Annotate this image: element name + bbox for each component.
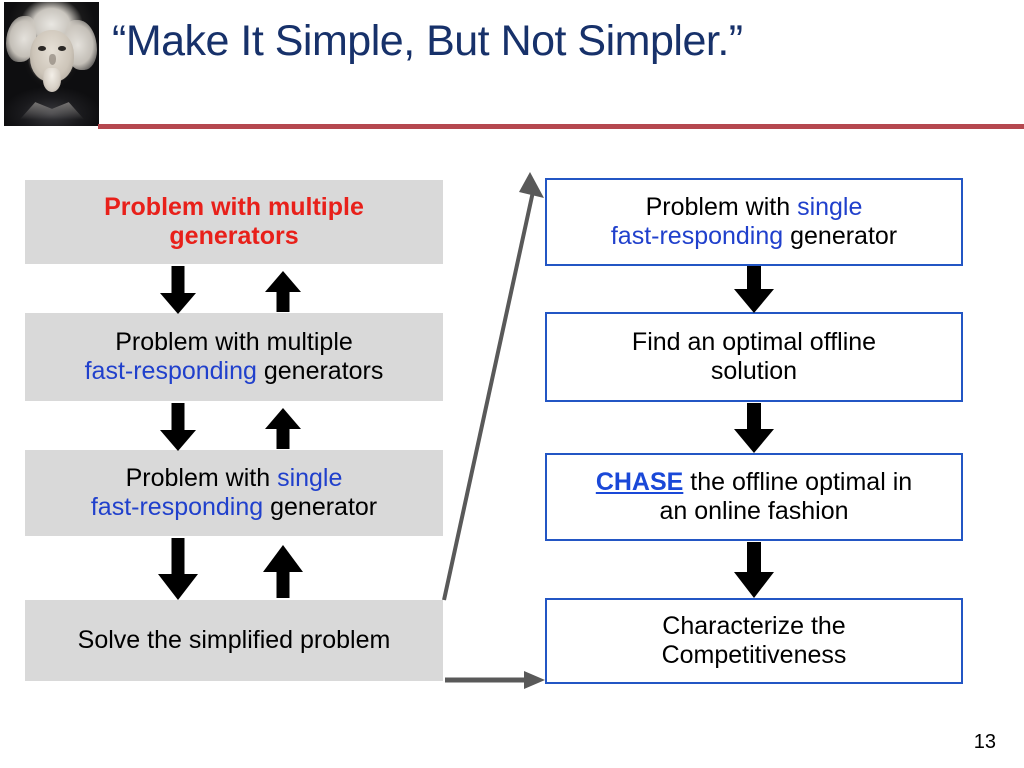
left-box-4-line-1: Solve the simplified problem [77,625,391,654]
right-box-3-line-2: an online fashion [659,497,849,525]
horizontal-entry-arrow [445,671,545,689]
page-number: 13 [973,731,996,753]
right-box-problem-single-fast-responding-generator[interactable]: Problem with single fast-responding gene… [545,178,963,266]
right-connector-2-down-arrow [734,403,774,453]
left-box-1-line-1: Problem with multiple [104,192,364,221]
right-box-2-line-2: solution [710,357,798,385]
left-connector-2-up-arrow [265,408,301,449]
left-box-problem-multiple-generators[interactable]: Problem with multiple generators [25,180,443,264]
right-box-4-line-2: Competitiveness [661,641,847,669]
right-box-4-line-1: Characterize the [662,611,846,640]
slide-header: “Make It Simple, But Not Simpler.” [0,0,1024,132]
photo-collar [14,102,90,126]
right-box-3-line-1-plain: the offline optimal in [683,467,913,496]
right-connector-1-down-arrow [734,266,774,313]
left-box-3-line-1-plain: Problem with [125,463,278,492]
header-divider-rule [98,124,1024,129]
left-box-2-text: Problem with multiple fast-responding ge… [31,328,437,387]
left-connector-3-down-arrow [158,538,198,600]
left-connector-2-down-arrow [160,403,196,451]
right-box-characterize-the-competitiveness[interactable]: Characterize the Competitiveness [545,598,963,684]
right-box-3-text: CHASE the offline optimal in an online f… [553,468,955,527]
slide-title: “Make It Simple, But Not Simpler.” [112,17,743,65]
einstein-tongue-photo [4,2,99,126]
right-box-1-line-2-plain: generator [783,222,898,250]
photo-nose [49,54,56,65]
left-connector-3-up-arrow [263,545,303,598]
left-box-problem-single-fast-responding-generator[interactable]: Problem with single fast-responding gene… [25,450,443,536]
right-connector-3-down-arrow [734,542,774,598]
left-box-problem-multiple-fast-responding-generators[interactable]: Problem with multiple fast-responding ge… [25,313,443,401]
right-box-4-text: Characterize the Competitiveness [553,612,955,671]
left-box-3-line-2-blue: fast-responding [90,493,264,521]
left-box-1-line-2: generators [169,222,299,250]
right-box-1-line-2-blue: fast-responding [610,222,784,250]
photo-eye-left [38,46,46,51]
right-box-1-line-1-plain: Problem with [645,192,798,221]
photo-eye-right [58,46,66,51]
left-box-2-line-2-blue: fast-responding [84,357,257,385]
diagonal-return-arrow [442,172,544,601]
left-box-3-line-2-plain: generator [263,493,378,521]
left-box-solve-the-simplified-problem[interactable]: Solve the simplified problem [25,600,443,681]
right-box-chase-the-offline-optimal[interactable]: CHASE the offline optimal in an online f… [545,453,963,541]
right-box-2-text: Find an optimal offline solution [553,328,955,387]
left-box-3-text: Problem with single fast-responding gene… [31,464,437,523]
chase-keyword: CHASE [595,467,684,496]
left-connector-1-up-arrow [265,271,301,312]
left-connector-1-down-arrow [160,266,196,314]
right-box-2-line-1: Find an optimal offline [631,327,877,356]
left-box-3-line-1-blue: single [277,463,343,492]
right-box-1-line-1-blue: single [797,192,863,221]
left-box-2-line-1: Problem with multiple [115,327,353,356]
right-box-1-text: Problem with single fast-responding gene… [553,193,955,252]
left-box-2-line-2-plain: generators [256,357,384,385]
left-box-1-text: Problem with multiple generators [31,193,437,252]
left-box-4-text: Solve the simplified problem [31,626,437,656]
photo-tongue [43,68,61,92]
